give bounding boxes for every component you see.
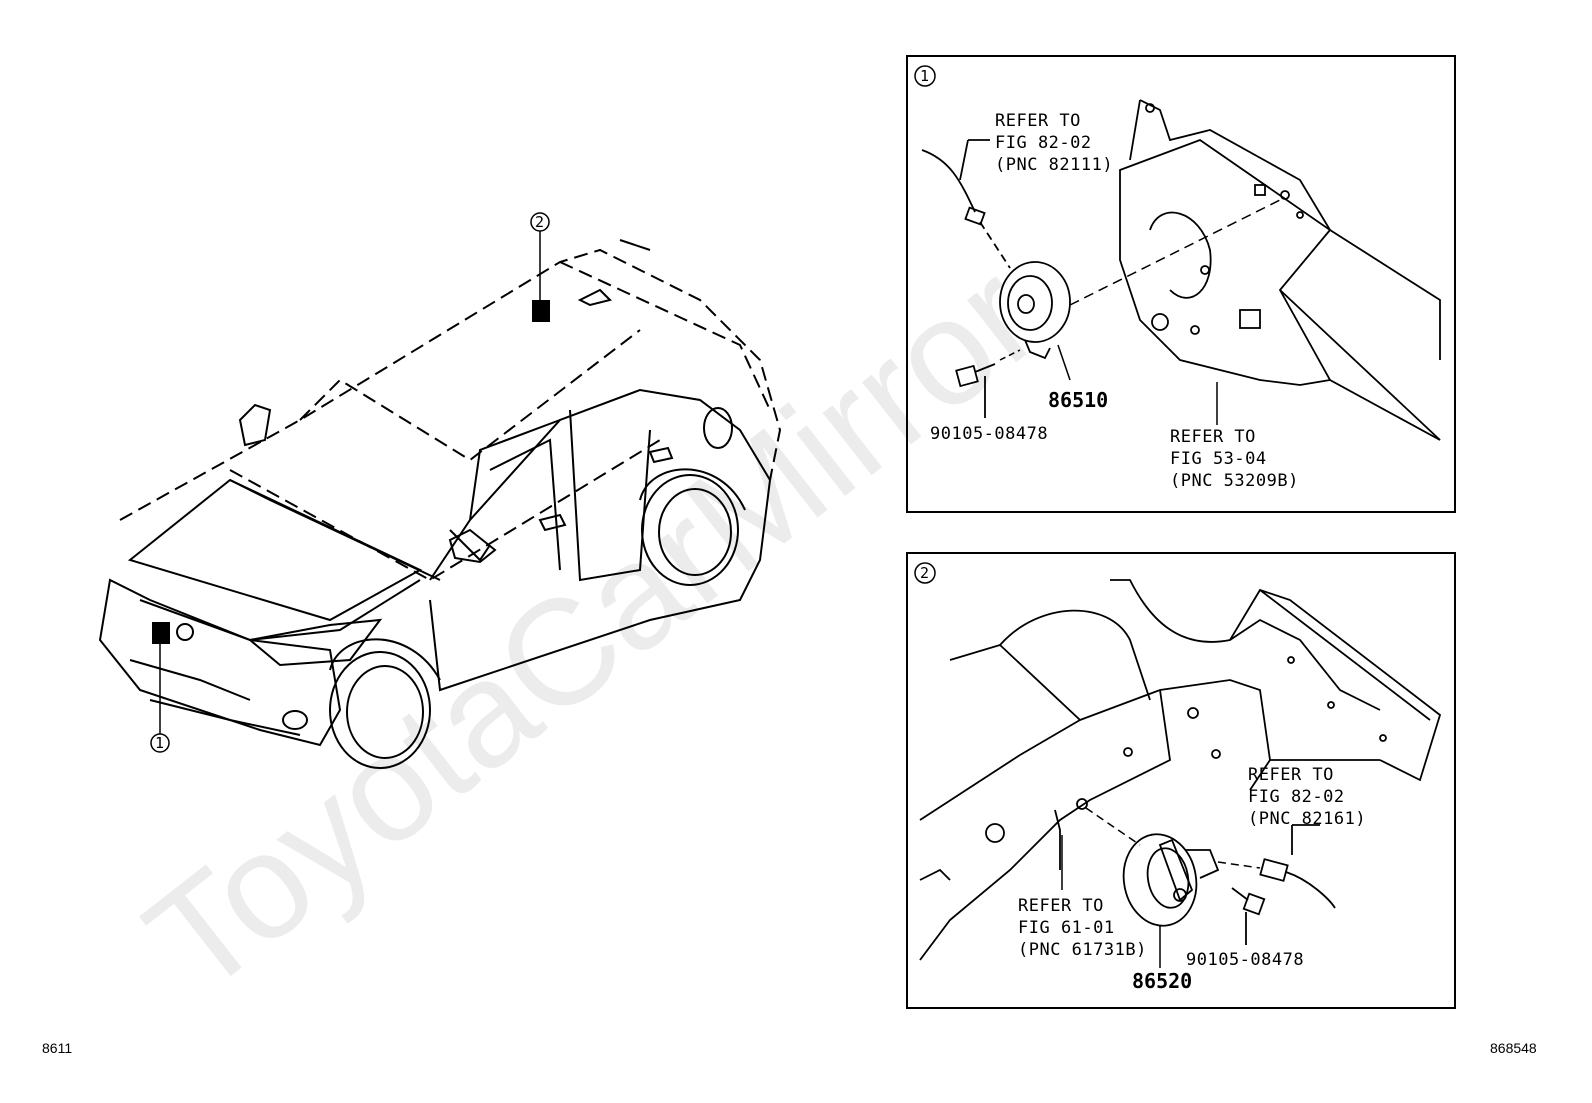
panel-1-wire-ref-line-3: (PNC 82111) <box>995 155 1113 175</box>
panel-2-wire-ref-line-3: (PNC 82161) <box>1248 809 1366 829</box>
panel-2-body-ref-line-2: FIG 61-01 <box>1018 918 1115 938</box>
detail-panel-1: 1 <box>906 55 1456 513</box>
panel-2-bolt-part-number: 90105-08478 <box>1186 950 1304 970</box>
panel-1-body-ref-line-1: REFER TO <box>1170 427 1256 447</box>
panel-1-bolt <box>955 363 996 418</box>
panel-1-bolt-part-number: 90105-08478 <box>930 424 1048 444</box>
panel-1-horn-part-number: 86510 <box>1048 388 1108 412</box>
panel-1-body-ref-line-2: FIG 53-04 <box>1170 449 1267 469</box>
panel-2-body-ref-line-1: REFER TO <box>1018 896 1104 916</box>
panel-2-install-line <box>1085 807 1141 846</box>
location-marker-front <box>152 622 170 644</box>
panel-1-horn-leader <box>1057 344 1071 381</box>
panel-2-wire-harness <box>1259 824 1336 909</box>
panel-2-marker: 2 <box>920 564 929 582</box>
callout-1-label: 1 <box>155 734 164 752</box>
panel-2-horn-part-number: 86520 <box>1132 969 1192 993</box>
panel-1-bolt-line <box>999 349 1021 361</box>
panel-1-marker: 1 <box>920 67 929 85</box>
panel-2-body-ref-line-3: (PNC 61731B) <box>1018 940 1147 960</box>
panel-2-connector-line <box>1217 861 1261 869</box>
panel-2-wire-ref-line-1: REFER TO <box>1248 765 1334 785</box>
panel-1-body-structure <box>1119 99 1441 441</box>
callout-2-circle <box>530 212 550 232</box>
vehicle-outline <box>98 239 782 769</box>
footer-right-code: 868548 <box>1490 1040 1537 1056</box>
panel-1-wire-ref-line-2: FIG 82-02 <box>995 133 1092 153</box>
panel-2-wire-ref-line-2: FIG 82-02 <box>1248 787 1345 807</box>
panel-1-install-line <box>1069 199 1281 306</box>
panel-2-horn <box>1122 833 1220 927</box>
panel-2-bolt <box>1231 887 1266 945</box>
footer-left-code: 8611 <box>42 1040 73 1056</box>
panel-2-body-structure <box>919 579 1442 961</box>
panel-1-wire-ref-line-1: REFER TO <box>995 111 1081 131</box>
callout-1-circle <box>150 733 170 753</box>
callout-2-label: 2 <box>535 213 544 231</box>
watermark: ToyotaCarMirror <box>116 231 1067 1025</box>
panel-1-horn <box>999 261 1071 360</box>
panel-1-wire-harness <box>921 139 1011 269</box>
location-marker-rear <box>532 300 550 322</box>
detail-panel-2: 2 <box>906 552 1456 1009</box>
panel-1-body-ref-line-3: (PNC 53209B) <box>1170 471 1299 491</box>
